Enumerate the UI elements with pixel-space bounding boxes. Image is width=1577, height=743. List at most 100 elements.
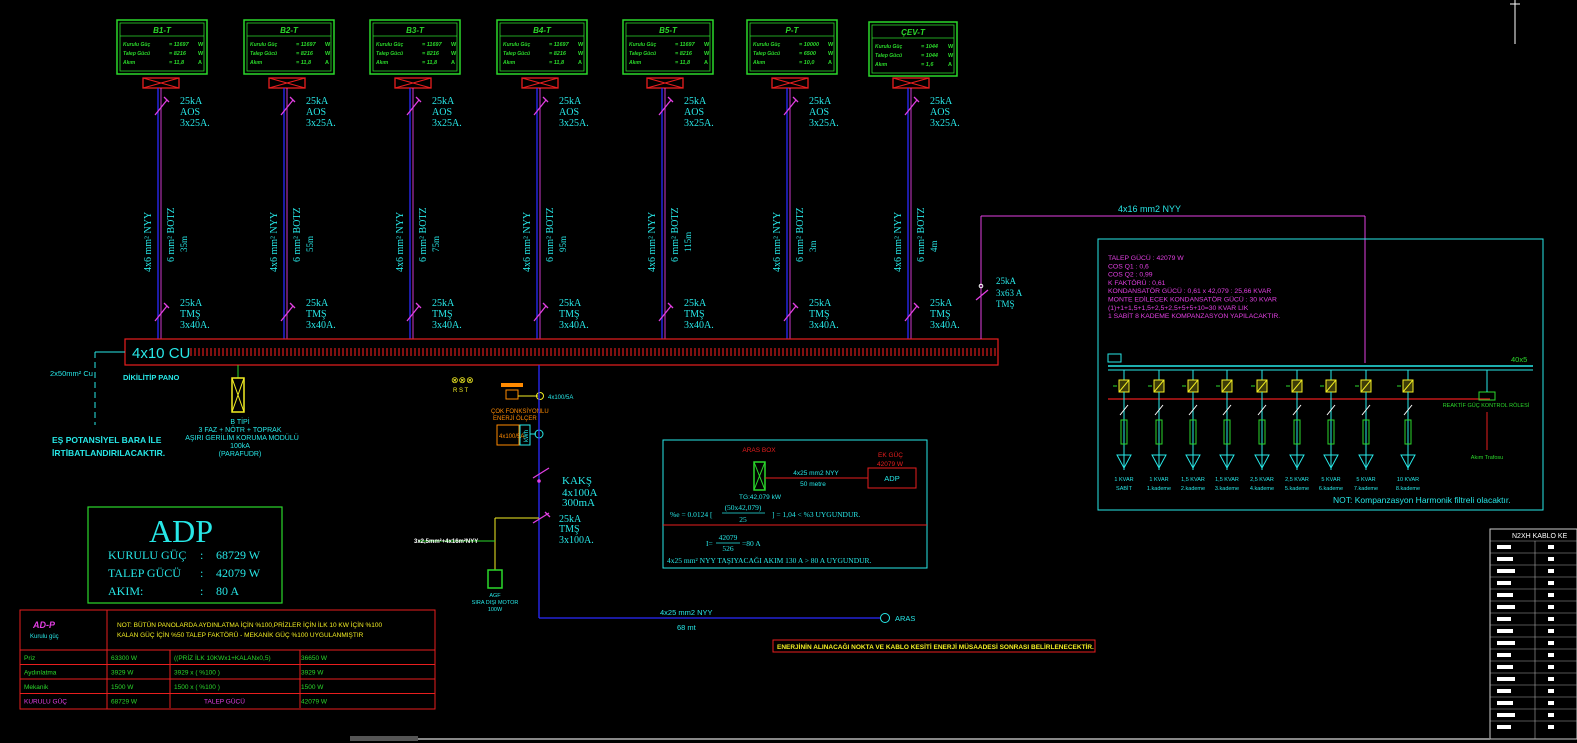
meter-box <box>496 424 520 446</box>
adp-row-label: TALEP GÜCÜ <box>108 566 181 580</box>
feeder-name: B3-T <box>406 26 425 35</box>
load-cell: 3929 W <box>301 670 324 677</box>
feeder-row-unit: W <box>325 51 331 57</box>
ups-icon <box>487 569 503 589</box>
tms-label: 3x40A. <box>559 320 589 331</box>
surge-label-3: AŞIRI GERİLİM KORUMA MODÜLÜ <box>185 433 299 442</box>
aos-label: AOS <box>559 107 579 118</box>
feeder-box <box>369 19 461 75</box>
feeder-row-unit: A <box>578 60 582 66</box>
comp-breaker-1: 25kA <box>996 276 1017 286</box>
step-contactor-icon <box>1362 419 1370 445</box>
feeder-row-unit: A <box>451 60 455 66</box>
aos-label: AOS <box>306 107 326 118</box>
feeder-row-label: Talep Gücü <box>629 51 656 57</box>
feeder-length-label: 3m <box>808 240 818 252</box>
tms-label: 25kA <box>306 298 329 309</box>
step-stage: 6.kademe <box>1319 486 1343 492</box>
tms-label: 3x40A. <box>180 320 210 331</box>
supply-end-icon <box>880 613 890 623</box>
tms-switch-icon <box>904 305 918 322</box>
comp-line: TALEP GÜCÜ : 42079 W <box>1108 254 1184 262</box>
feeder-length-label: 95m <box>558 236 568 252</box>
step-stage: 2.kademe <box>1181 486 1205 492</box>
step-stage: 5.kademe <box>1285 486 1309 492</box>
feeder-name: ÇEV-T <box>901 28 926 37</box>
step-contactor-icon <box>1120 419 1128 445</box>
vd-conclusion: 4x25 mm² NYY TAŞIYACAĞI AKIM 130 A > 80 … <box>667 555 872 565</box>
feeder-row-label: Talep Gücü <box>753 51 780 57</box>
load-cell: ((PRİZ İLK 10KWx1+KALANx0,5) <box>174 653 271 662</box>
feeder-row-value: = 11,8 <box>169 60 185 66</box>
ek-guc-value: 42079 W <box>877 461 904 468</box>
comp-cable-label: 4x16 mm2 NYY <box>1118 204 1181 214</box>
load-table-note-2: KALAN GÜÇ İÇİN %50 TALEP FAKTÖRÜ - MEKAN… <box>117 630 364 639</box>
adp-row-value: 42079 W <box>216 566 261 580</box>
feeder-box <box>746 19 838 75</box>
main-tms-breaker-icon <box>532 512 550 524</box>
ground-note-1: EŞ POTANSİYEL BARA İLE <box>52 435 162 445</box>
aos-label: AOS <box>432 107 452 118</box>
tms-switch-icon <box>658 305 672 322</box>
tms-label: TMŞ <box>809 309 830 320</box>
feeder-row-value: = 11,8 <box>675 60 691 66</box>
aos-switch-icon <box>154 99 168 116</box>
step-contactor-icon <box>1293 419 1301 445</box>
feeder-row-label: Talep Gücü <box>503 51 530 57</box>
feeder-row-label: Talep Gücü <box>875 53 902 59</box>
step-kvar: 1 KVAR <box>1149 477 1168 483</box>
tms-label: 25kA <box>180 298 203 309</box>
aos-label: AOS <box>684 107 704 118</box>
feeder-row-label: Talep Gücü <box>376 51 403 57</box>
load-cell: 1500 W <box>301 684 324 691</box>
formula1-num: (50x42,079) <box>725 503 762 512</box>
aras-box-label: ARAS BOX <box>742 447 776 454</box>
feeder-row-label: Talep Gücü <box>123 51 150 57</box>
aos-switch-icon <box>783 99 797 116</box>
feeder-row-unit: W <box>828 42 834 48</box>
rst-letters: R S T <box>453 388 469 394</box>
ek-guc-label: EK GÜÇ <box>878 451 903 459</box>
warning-note: ENERJİNİN ALINACAĞI NOKTA VE KABLO KESİT… <box>772 639 1096 653</box>
aos-label: AOS <box>809 107 829 118</box>
comp-line: COS Q2 : 0,99 <box>1108 272 1153 279</box>
scrollbar-thumb[interactable] <box>350 736 418 741</box>
feeder-row-value: = 6500 <box>799 51 816 57</box>
load-table-code: AD-P <box>32 620 56 630</box>
feeder-row-unit: W <box>704 42 710 48</box>
feeder-row-value: = 11697 <box>422 42 443 48</box>
load-table-sub: Kurulu güç <box>30 634 59 640</box>
adp-row-sep: : <box>200 548 203 562</box>
surge-protector: B TİPİ 3 FAZ + NÖTR + TOPRAK AŞIRI GERİL… <box>185 365 299 458</box>
aos-label: 25kA <box>684 96 707 107</box>
feeder-cable-label: 4x6 mm² NYY <box>395 212 406 272</box>
feeder-row-label: Kurulu Güç <box>123 42 150 48</box>
tms-label: TMŞ <box>684 309 705 320</box>
tms-label: TMŞ <box>180 309 201 320</box>
load-cell: 3929 x ( %100 ) <box>174 670 220 677</box>
ups-label-1: AGF <box>489 593 501 599</box>
load-cell: 63300 W <box>111 655 138 662</box>
load-cell: 3929 W <box>111 670 134 677</box>
feeder-row-value: = 1044 <box>921 53 938 59</box>
formula1-rhs: ] = 1,04 < %3 UYGUNDUR. <box>772 510 860 519</box>
load-cell: Mekanik <box>24 684 49 691</box>
aos-label: 25kA <box>180 96 203 107</box>
tms-switch-icon <box>406 305 420 322</box>
tms-label: 3x40A. <box>432 320 462 331</box>
tms-label: 3x40A. <box>684 320 714 331</box>
feeder-cable2-label: 6 mm² BOTZ <box>670 207 681 262</box>
step-stage: 8.kademe <box>1396 486 1420 492</box>
panel-type-label: DİKİLİTİP PANO <box>123 373 180 382</box>
comp-fuse-icon <box>1107 353 1122 363</box>
feeder-cable2-label: 6 mm² BOTZ <box>292 207 303 262</box>
load-cell: 1500 x ( %100 ) <box>174 684 220 691</box>
tms-label: TMŞ <box>930 309 951 320</box>
comp-line: KONDANSATÖR GÜCÜ : 0,61 x 42,079 : 25,66… <box>1108 287 1271 295</box>
feeder-cable2-label: 6 mm² BOTZ <box>916 207 927 262</box>
